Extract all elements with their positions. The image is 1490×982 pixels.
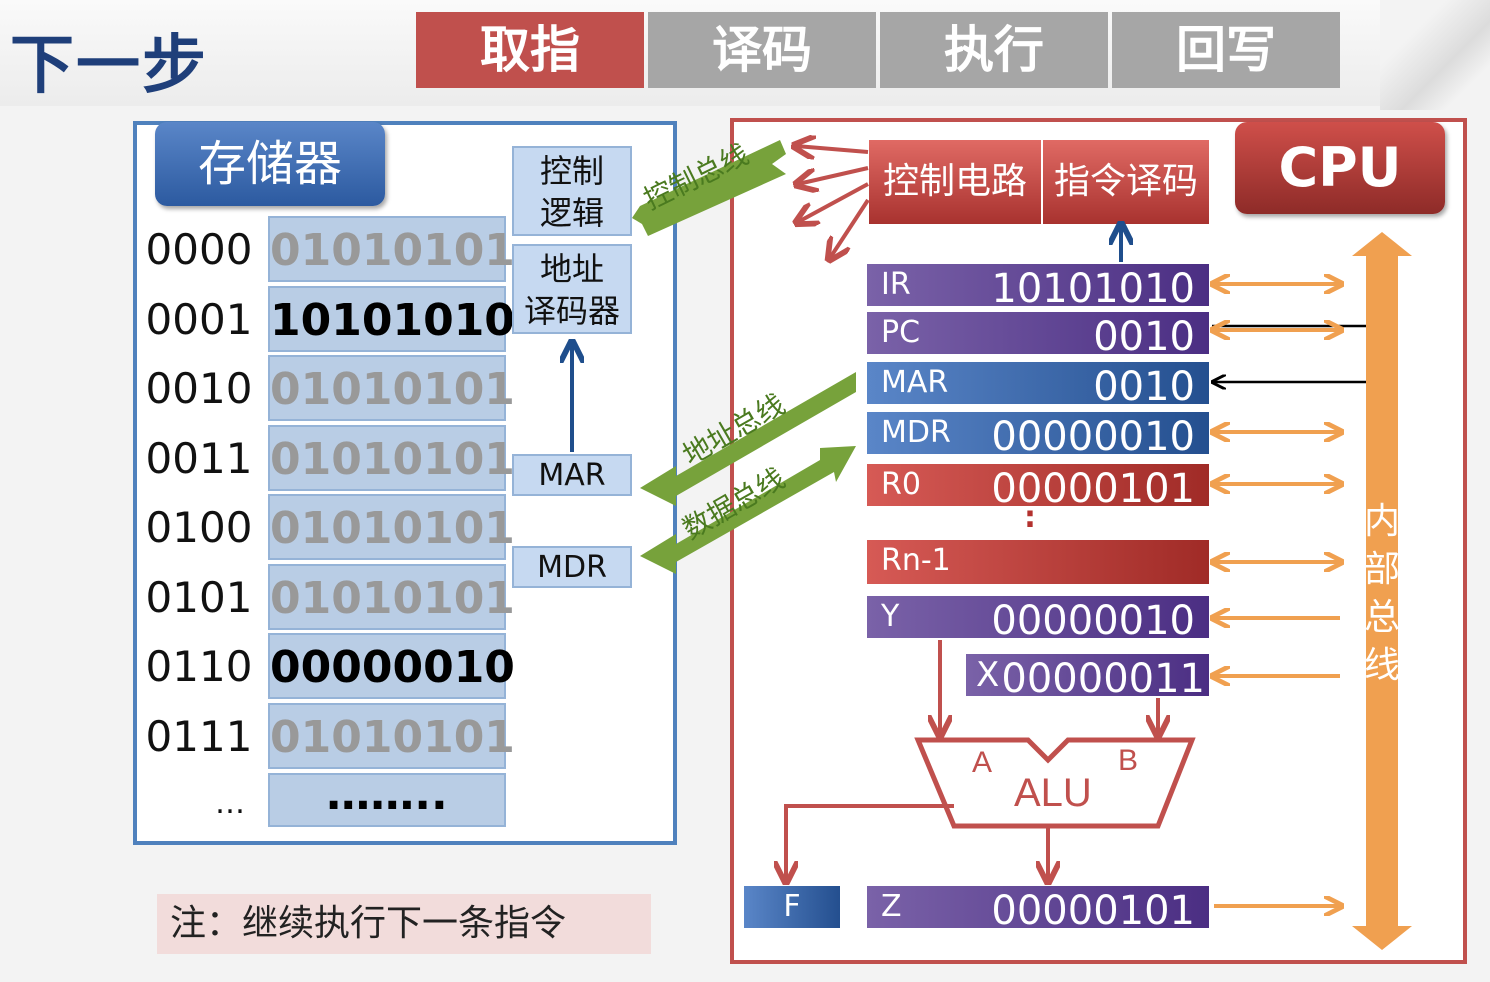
memory-cell-ellipsis: ……..: [268, 773, 506, 827]
register-f-name: F: [783, 889, 801, 924]
corner-decoration: [1380, 0, 1490, 110]
pc-to-mar-arrow: [1212, 324, 1376, 382]
register-z: Z 00000101: [867, 886, 1209, 934]
step-writeback: 回写: [1112, 12, 1340, 88]
cpu-title: CPU: [1235, 122, 1445, 214]
control-signal-arrow: [798, 166, 869, 184]
memory-cell: 01010101: [268, 494, 515, 560]
internal-bus-char: 线: [1363, 645, 1400, 686]
register-y-name: Y: [881, 599, 900, 634]
internal-bus-connectors: [1214, 284, 1340, 906]
control-logic-box: 控制 逻辑: [512, 146, 632, 236]
register-x-name: X: [976, 655, 1000, 695]
memory-mar-box: MAR: [512, 454, 632, 496]
control-logic-line1: 控制: [539, 152, 604, 190]
alu-label: ALU: [1014, 771, 1092, 815]
register-r0: R0 00000101: [867, 464, 1209, 512]
register-x-value: 00000011: [1001, 656, 1205, 702]
memory-cell-highlight: 00000010: [268, 633, 515, 699]
register-mdr: MDR 00000010: [867, 412, 1209, 460]
address-decoder-line2: 译码器: [523, 292, 620, 330]
address-decoder-box: 地址 译码器: [512, 244, 632, 334]
register-rn-1-name: Rn-1: [881, 543, 951, 578]
note-box: [157, 894, 651, 954]
page-title: 下一步: [10, 29, 208, 103]
register-r0-value: 00000101: [991, 466, 1195, 512]
register-rn-1: Rn-1: [867, 540, 1209, 584]
control-signal-arrow: [830, 198, 870, 258]
alu-input-b: B: [1118, 744, 1138, 777]
register-mar-name: MAR: [881, 365, 949, 400]
register-mar-value: 0010: [1093, 364, 1195, 410]
alu-arrows: [786, 640, 1158, 880]
register-mdr-name: MDR: [881, 415, 951, 450]
register-z-value: 00000101: [991, 888, 1195, 934]
register-ir-name: IR: [881, 267, 911, 302]
alu-to-f-arrow: [786, 804, 954, 880]
register-r0-name: R0: [881, 467, 921, 502]
register-pc: PC 0010: [867, 312, 1209, 360]
memory-cell-highlight: 10101010: [268, 286, 515, 352]
note-text: 注：继续执行下一条指令: [170, 903, 567, 944]
register-y-value: 00000010: [991, 598, 1195, 644]
data-bus-arrow: [640, 446, 856, 574]
internal-bus-char: 总: [1363, 597, 1400, 638]
register-mdr-value: 00000010: [991, 414, 1195, 460]
internal-bus-char: 内: [1363, 501, 1400, 542]
register-ir: IR 10101010: [867, 264, 1209, 312]
control-circuit-box: 控制电路: [869, 140, 1041, 224]
memory-address: 0101: [145, 573, 253, 622]
memory-mdr-box: MDR: [512, 546, 632, 588]
memory-title: 存储器: [155, 122, 385, 206]
address-bus-arrow: [640, 372, 856, 506]
address-decoder-line1: 地址: [539, 250, 604, 288]
internal-bus-char: 部: [1363, 549, 1400, 590]
memory-address: 0111: [145, 712, 253, 761]
control-signal-arrow: [796, 146, 869, 152]
control-signal-arrows: [796, 146, 870, 258]
memory-address: 0001: [145, 295, 253, 344]
step-fetch: 取指: [416, 12, 644, 88]
register-pc-name: PC: [881, 315, 921, 350]
register-f: F: [744, 886, 840, 928]
instruction-decoder-box: 指令译码: [1043, 140, 1209, 224]
control-logic-line2: 逻辑: [539, 194, 604, 232]
memory-address: 0000: [145, 225, 253, 274]
internal-bus-label: 内 部 总 线: [1360, 498, 1404, 690]
control-signal-arrow: [798, 182, 869, 222]
register-pc-value: 0010: [1093, 314, 1195, 360]
memory-address: 0010: [145, 364, 253, 413]
alu-input-a: A: [972, 746, 992, 779]
alu-shape: [914, 737, 1196, 829]
register-z-name: Z: [881, 889, 902, 924]
register-ir-value: 10101010: [991, 266, 1195, 312]
memory-cell: 01010101: [268, 216, 515, 282]
register-y: Y 00000010: [867, 596, 1209, 644]
control-bus-arrow: [632, 140, 786, 236]
internal-bus-arrow: [1352, 232, 1412, 950]
memory-address: 0011: [145, 434, 253, 483]
memory-cell: 01010101: [268, 703, 515, 769]
memory-address: 0100: [145, 503, 253, 552]
register-x: X 00000011: [966, 654, 1209, 702]
memory-cell: 01010101: [268, 425, 515, 491]
step-execute: 执行: [880, 12, 1108, 88]
memory-cell: 01010101: [268, 564, 515, 630]
memory-address: 0110: [145, 642, 253, 691]
memory-cell: 01010101: [268, 355, 515, 421]
step-decode: 译码: [648, 12, 876, 88]
register-mar: MAR 0010: [867, 362, 1209, 410]
register-ellipsis: :: [1024, 500, 1036, 535]
memory-address-ellipsis: …: [215, 786, 245, 821]
